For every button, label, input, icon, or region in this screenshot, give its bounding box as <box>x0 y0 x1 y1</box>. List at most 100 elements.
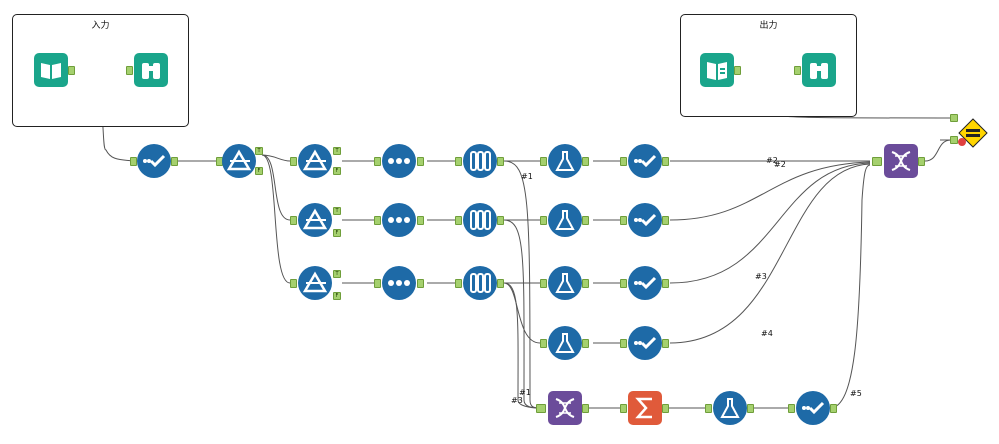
select-tool[interactable] <box>628 144 662 178</box>
input-port[interactable] <box>130 157 137 166</box>
input-data-tool[interactable] <box>34 53 68 87</box>
flask-tool[interactable] <box>548 144 582 178</box>
output-book-icon <box>707 62 727 80</box>
output-port[interactable] <box>582 216 589 225</box>
output-port[interactable] <box>417 279 424 288</box>
multi-input-port[interactable] <box>872 157 882 166</box>
false-port[interactable]: F <box>333 292 341 300</box>
output-port[interactable] <box>662 404 669 413</box>
flask-icon <box>555 333 575 353</box>
formula-tool[interactable] <box>463 266 497 300</box>
input-port[interactable] <box>620 279 627 288</box>
filter-triangle-icon <box>302 271 328 293</box>
input-port[interactable] <box>290 157 297 166</box>
input-port[interactable] <box>540 216 547 225</box>
select-tool[interactable] <box>796 391 830 425</box>
union-tool[interactable] <box>884 144 918 178</box>
filter-tool[interactable] <box>298 144 332 178</box>
input-port[interactable] <box>290 279 297 288</box>
output-port[interactable] <box>582 157 589 166</box>
input-port[interactable] <box>620 404 627 413</box>
output-port[interactable] <box>662 216 669 225</box>
true-port[interactable]: T <box>333 147 341 155</box>
output-port[interactable] <box>734 66 741 75</box>
false-port[interactable]: F <box>255 167 263 175</box>
flask-tool[interactable] <box>548 266 582 300</box>
sample-tool[interactable] <box>382 203 416 237</box>
output-port[interactable] <box>918 157 925 166</box>
sigma-icon <box>635 397 652 419</box>
true-port[interactable]: T <box>333 270 341 278</box>
book-icon <box>41 63 61 79</box>
multi-input-port[interactable] <box>536 404 546 413</box>
formula-tool[interactable] <box>463 144 497 178</box>
filter-triangle-icon <box>302 208 328 230</box>
input-port[interactable] <box>290 216 297 225</box>
flask-tool[interactable] <box>713 391 747 425</box>
sample-tool[interactable] <box>382 144 416 178</box>
input-port[interactable] <box>374 216 381 225</box>
input-port[interactable] <box>620 216 627 225</box>
flask-tool[interactable] <box>548 326 582 360</box>
output-port[interactable] <box>747 404 754 413</box>
input-port[interactable] <box>620 339 627 348</box>
filter-tool[interactable] <box>222 144 256 178</box>
connection-label: #3 <box>755 272 767 281</box>
output-port[interactable] <box>662 157 669 166</box>
output-port[interactable] <box>171 157 178 166</box>
true-port[interactable]: T <box>255 147 263 155</box>
output-port[interactable] <box>582 339 589 348</box>
left-input-port[interactable] <box>950 114 958 122</box>
connection-label: #2 <box>774 160 786 169</box>
false-port[interactable]: F <box>333 167 341 175</box>
input-port[interactable] <box>620 157 627 166</box>
select-tool[interactable] <box>628 266 662 300</box>
input-port[interactable] <box>794 66 801 75</box>
output-port[interactable] <box>662 279 669 288</box>
output-port[interactable] <box>830 404 837 413</box>
output-port[interactable] <box>662 339 669 348</box>
input-port[interactable] <box>540 279 547 288</box>
false-port[interactable]: F <box>333 229 341 237</box>
right-input-port[interactable] <box>950 136 958 144</box>
output-port[interactable] <box>497 216 504 225</box>
filter-tool[interactable] <box>298 203 332 237</box>
output-port[interactable] <box>582 279 589 288</box>
connection-label: #2 <box>766 156 778 165</box>
input-port[interactable] <box>540 157 547 166</box>
compare-tool[interactable] <box>958 118 988 148</box>
select-tool[interactable] <box>628 203 662 237</box>
input-port[interactable] <box>540 339 547 348</box>
browse-tool[interactable] <box>802 53 836 87</box>
select-tool[interactable] <box>628 326 662 360</box>
output-port[interactable] <box>68 66 75 75</box>
output-port[interactable] <box>497 279 504 288</box>
input-port[interactable] <box>374 279 381 288</box>
input-port[interactable] <box>374 157 381 166</box>
formula-tool[interactable] <box>463 203 497 237</box>
summarize-tool[interactable] <box>628 391 662 425</box>
input-port[interactable] <box>455 216 462 225</box>
checkmark-flow-icon <box>802 401 825 415</box>
sample-tool[interactable] <box>382 266 416 300</box>
input-port[interactable] <box>455 157 462 166</box>
input-port[interactable] <box>126 66 133 75</box>
output-port[interactable] <box>582 404 589 413</box>
output-port[interactable] <box>417 157 424 166</box>
output-port[interactable] <box>417 216 424 225</box>
union-tool[interactable] <box>548 391 582 425</box>
input-port[interactable] <box>705 404 712 413</box>
equals-icon <box>958 118 988 148</box>
dna-icon <box>555 398 575 418</box>
flask-tool[interactable] <box>548 203 582 237</box>
input-port[interactable] <box>788 404 795 413</box>
select-tool[interactable] <box>137 144 171 178</box>
browse-tool[interactable] <box>134 53 168 87</box>
output-port[interactable] <box>497 157 504 166</box>
filter-tool[interactable] <box>298 266 332 300</box>
input-port[interactable] <box>455 279 462 288</box>
true-port[interactable]: T <box>333 207 341 215</box>
flask-icon <box>555 273 575 293</box>
output-data-tool[interactable] <box>700 53 734 87</box>
